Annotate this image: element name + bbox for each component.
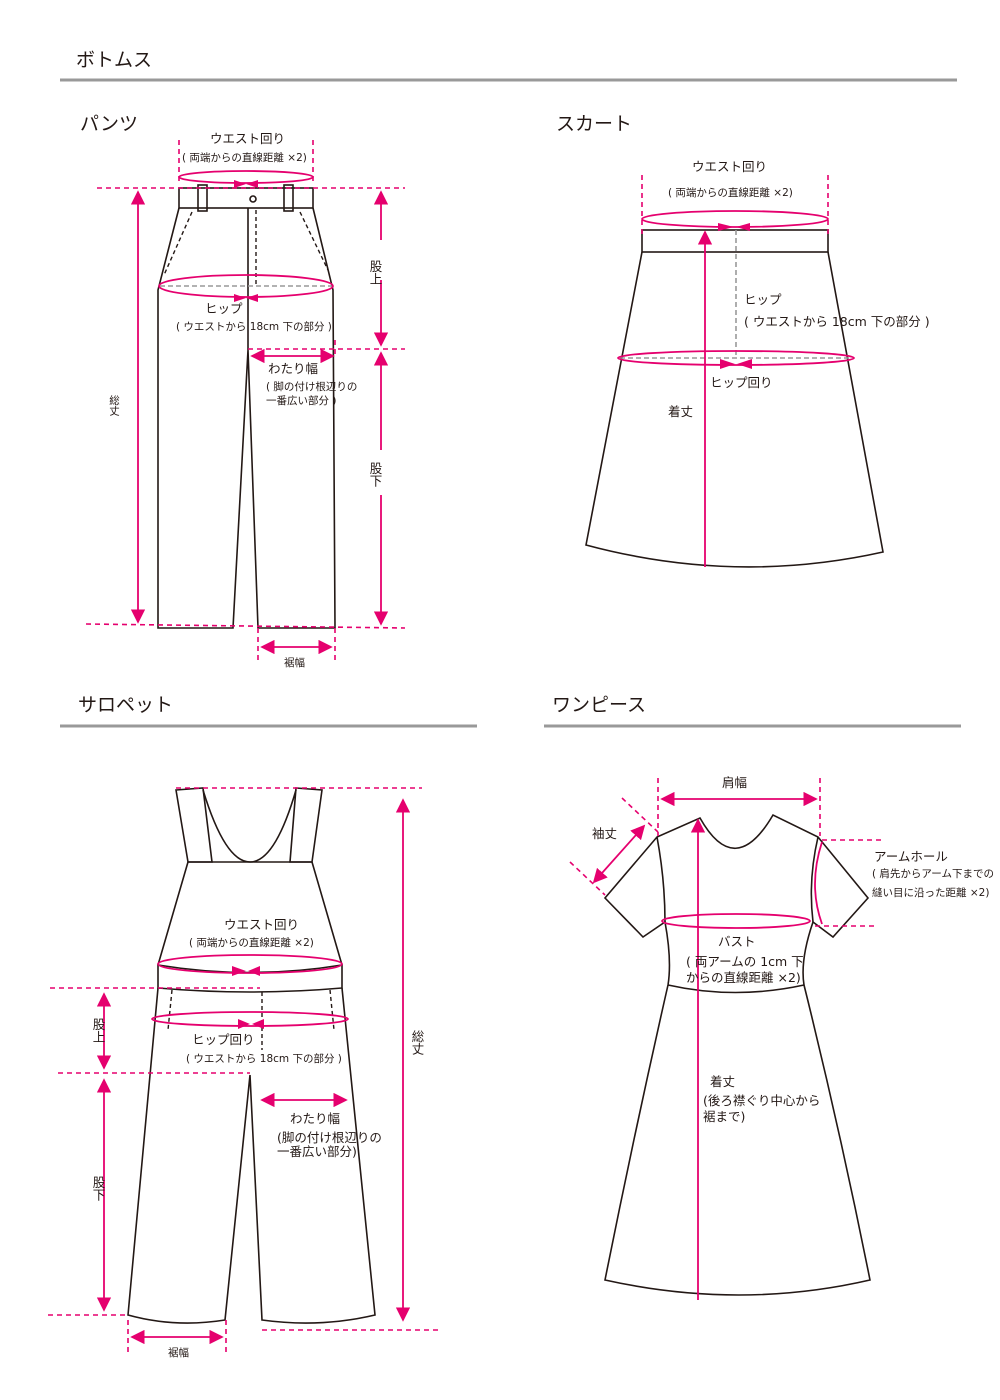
- skirt-hip-label: ヒップ回り: [710, 375, 773, 390]
- pants-thigh-label: わたり幅: [268, 361, 318, 376]
- salopette-hem-label: 裾幅: [168, 1346, 189, 1359]
- pants-waist-label: ウエスト回り: [210, 131, 285, 146]
- onepiece-bust-note: からの直線距離 ×2): [686, 970, 801, 985]
- salopette-thigh-note: (脚の付け根辺りの: [277, 1130, 382, 1145]
- onepiece-shoulder-label: 肩幅: [722, 775, 747, 790]
- pants-drawing: [85, 140, 406, 660]
- salopette-thigh-note: 一番広い部分): [277, 1144, 357, 1159]
- pants-hip-note: ( ウエストから 18cm 下の部分 ): [176, 320, 332, 333]
- skirt-hip-note: ( ウエストから 18cm 下の部分 ): [744, 314, 930, 329]
- skirt-drawing: [585, 175, 884, 568]
- onepiece-drawing: [569, 778, 884, 1300]
- pants-thigh-note: ( 脚の付け根辺りの: [266, 380, 357, 393]
- skirt-title: スカート: [556, 113, 632, 135]
- pants-hem-label: 裾幅: [284, 656, 305, 669]
- pants-hip-label: ヒップ: [205, 301, 243, 316]
- pants-thigh-note: 一番広い部分 ): [266, 394, 336, 407]
- salopette-drawing: [48, 787, 440, 1355]
- onepiece-bust-label: バスト: [718, 934, 756, 949]
- pants-title: パンツ: [80, 113, 138, 135]
- salopette-hip-label: ヒップ回り: [192, 1032, 255, 1047]
- salopette-waist-label: ウエスト回り: [224, 917, 299, 932]
- onepiece-armhole-note: 縫い目に沿った距離 ×2): [872, 886, 989, 899]
- salopette-inseam-label: 股下: [91, 1176, 106, 1201]
- skirt-waist-note: ( 両端からの直線距離 ×2): [668, 186, 793, 199]
- section-title-bottoms: ボトムス: [76, 49, 152, 71]
- salopette-hip-note: ( ウエストから 18cm 下の部分 ): [186, 1052, 342, 1065]
- salopette-title: サロペット: [78, 694, 173, 716]
- pants-waist-note: ( 両端からの直線距離 ×2): [182, 151, 307, 164]
- onepiece-bust-note: ( 両アームの 1cm 下: [686, 954, 804, 969]
- salopette-total-label: 総丈: [410, 1030, 425, 1056]
- salopette-rise-label: 股上: [91, 1018, 106, 1043]
- onepiece-length-label: 着丈: [710, 1074, 735, 1089]
- onepiece-length-note: 裾まで): [703, 1109, 745, 1124]
- onepiece-title: ワンピース: [552, 694, 646, 716]
- salopette-waist-note: ( 両端からの直線距離 ×2): [189, 936, 314, 949]
- skirt-waist-label: ウエスト回り: [692, 159, 767, 174]
- pants-total-label: 総丈: [108, 394, 120, 417]
- onepiece-sleeve-label: 袖丈: [592, 826, 617, 841]
- skirt-hip-heading: ヒップ: [744, 292, 782, 307]
- skirt-length-label: 着丈: [668, 404, 693, 419]
- onepiece-armhole-note: ( 肩先からアーム下までの: [872, 867, 994, 880]
- pants-rise-label: 股上: [368, 260, 383, 285]
- pants-inseam-label: 股下: [368, 462, 383, 487]
- salopette-thigh-label: わたり幅: [290, 1111, 340, 1126]
- onepiece-armhole-label: アームホール: [874, 849, 948, 864]
- onepiece-length-note: (後ろ襟ぐり中心から: [703, 1093, 820, 1108]
